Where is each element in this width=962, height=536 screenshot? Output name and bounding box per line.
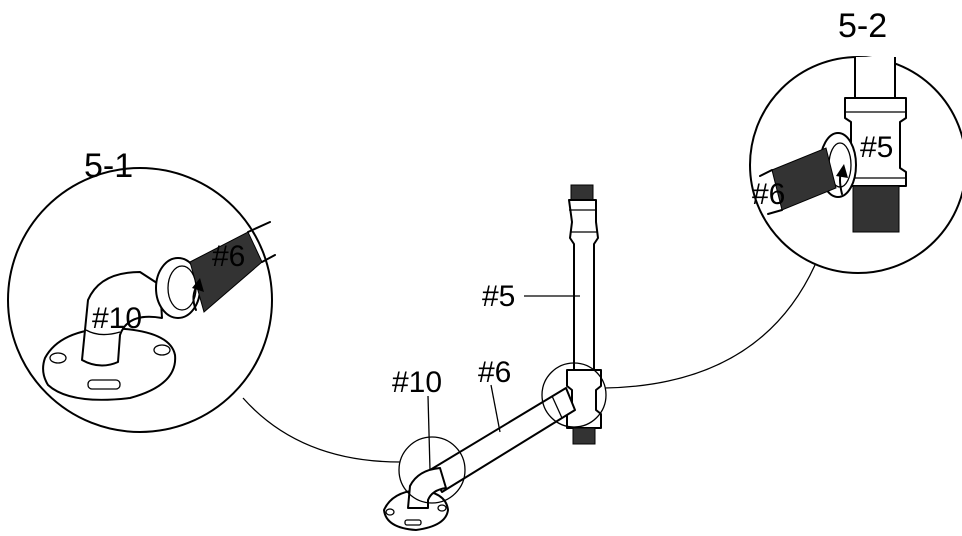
flange-hole-left-a	[49, 352, 67, 364]
pipe-5	[568, 199, 599, 373]
top-thread	[570, 184, 594, 201]
main-assembly: #5 #6 #10	[383, 184, 607, 531]
flange-main-hole-b	[437, 504, 447, 512]
detail-5-1: #6 #10	[7, 167, 276, 433]
label-part-6-main: #6	[478, 356, 511, 389]
pipe-6-end	[551, 395, 563, 419]
label-part-5-right: #5	[860, 131, 893, 164]
label-part-10-left: #10	[92, 302, 142, 335]
threaded-pipe-right	[771, 147, 837, 211]
label-part-5-main: #5	[482, 280, 515, 313]
pipe-5-coupling	[569, 209, 598, 233]
tee-right	[844, 97, 907, 187]
bottom-thread	[572, 427, 596, 445]
thread-bottom-right	[852, 185, 900, 233]
pipe-vertical-right	[854, 57, 896, 99]
highlight-circle-flange	[398, 436, 466, 504]
rotate-arrow-left-head	[192, 278, 204, 292]
tee-main	[566, 369, 602, 429]
label-part-6-right: #6	[752, 178, 785, 211]
elbow-band-left	[85, 329, 121, 336]
flange-hole-left-b	[153, 344, 171, 356]
elbow-left	[81, 271, 163, 367]
flange-main-hole-a	[385, 508, 395, 516]
leader-curve-right	[604, 264, 816, 389]
pipe-left-edge	[247, 221, 276, 263]
pipe-6	[429, 387, 576, 493]
rotate-arrow-right-head	[836, 164, 848, 178]
label-part-10-main: #10	[392, 366, 442, 399]
label-part-6-left: #6	[212, 240, 245, 273]
leader-pipe-6	[490, 384, 501, 433]
pipe-right-edge	[759, 169, 783, 215]
step-label-5-1: 5-1	[84, 147, 133, 185]
detail-5-2: #5 #6	[749, 56, 962, 274]
elbow-main	[407, 467, 447, 509]
detail-circle-left	[7, 167, 273, 433]
flange-slot-left	[87, 379, 121, 390]
leader-curve-left	[242, 397, 401, 463]
highlight-circle-tee	[541, 362, 607, 428]
step-label-5-2: 5-2	[838, 7, 887, 45]
flange-main-slot	[404, 519, 422, 526]
leader-flange-10	[427, 395, 431, 471]
flange-main	[383, 489, 449, 531]
